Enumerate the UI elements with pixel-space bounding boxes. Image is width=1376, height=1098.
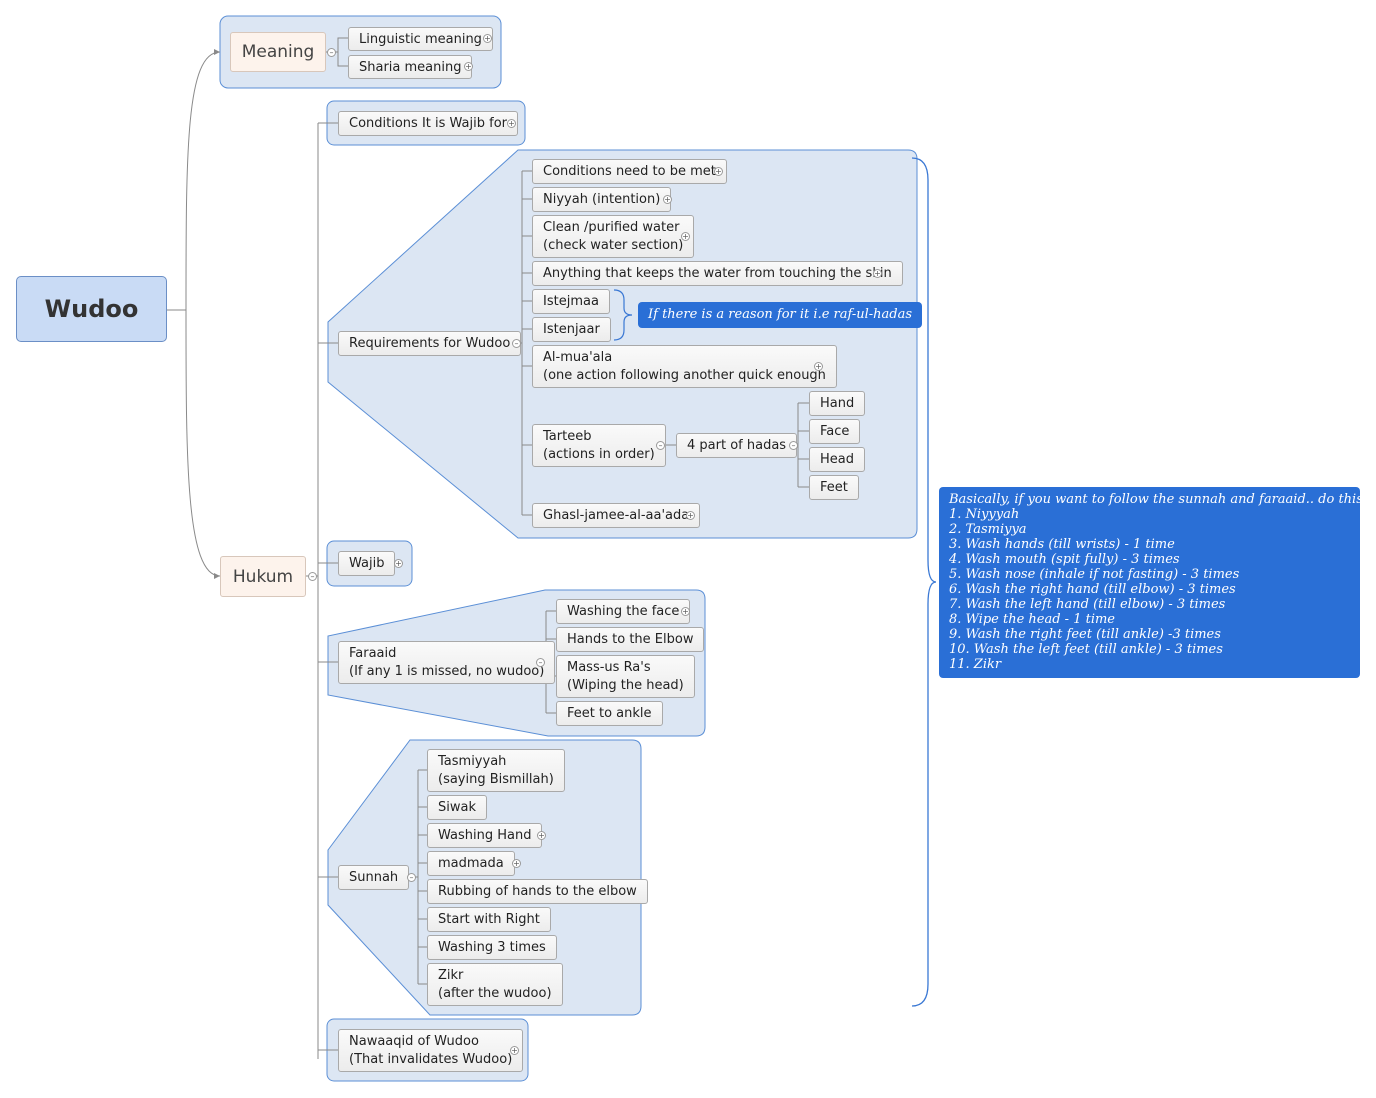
expand-icon[interactable]: +: [663, 195, 672, 204]
hadas-face[interactable]: Face: [809, 419, 861, 444]
sunnah-madmada[interactable]: madmada: [427, 851, 515, 876]
expand-icon[interactable]: +: [873, 269, 882, 278]
expand-icon[interactable]: +: [814, 362, 823, 371]
expand-icon[interactable]: +: [714, 167, 723, 176]
main-topic-hukum[interactable]: Hukum: [220, 556, 306, 597]
req-ghasl[interactable]: Ghasl-jamee-al-aa'ada: [532, 503, 701, 528]
topic-wajib[interactable]: Wajib: [338, 551, 396, 576]
faraaid-mass-us-ras[interactable]: Mass-us Ra's(Wiping the head): [556, 655, 695, 698]
expand-icon[interactable]: +: [686, 511, 695, 520]
faraaid-hands-elbow[interactable]: Hands to the Elbow: [556, 627, 705, 652]
req-niyyah[interactable]: Niyyah (intention): [532, 187, 672, 212]
main-topic-meaning[interactable]: Meaning: [230, 32, 326, 72]
req-istenjaar[interactable]: Istenjaar: [532, 317, 611, 342]
collapse-icon[interactable]: –: [789, 441, 798, 450]
istejmaa-callout[interactable]: If there is a reason for it i.e raf-ul-h…: [638, 302, 923, 328]
sunnah-start-right[interactable]: Start with Right: [427, 907, 551, 932]
expand-icon[interactable]: +: [681, 607, 690, 616]
topic-4-part-of-hadas[interactable]: 4 part of hadas: [676, 433, 798, 458]
sunnah-tasmiyyah[interactable]: Tasmiyyah(saying Bismillah): [427, 749, 565, 792]
hadas-head[interactable]: Head: [809, 447, 865, 472]
summary-brace: [911, 157, 937, 1007]
sunnah-washing-hand[interactable]: Washing Hand: [427, 823, 543, 848]
sunnah-rubbing-hands[interactable]: Rubbing of hands to the elbow: [427, 879, 648, 904]
req-conditions-met[interactable]: Conditions need to be met: [532, 159, 727, 184]
expand-icon[interactable]: +: [537, 831, 546, 840]
req-al-muaala[interactable]: Al-mua'ala(one action following another …: [532, 345, 837, 388]
sunnah-siwak[interactable]: Siwak: [427, 795, 487, 820]
topic-nawaaqid[interactable]: Nawaaqid of Wudoo(That invalidates Wudoo…: [338, 1029, 524, 1072]
root-topic-wudoo[interactable]: Wudoo: [16, 276, 167, 342]
expand-icon[interactable]: +: [464, 62, 473, 71]
collapse-icon[interactable]: –: [512, 339, 521, 348]
expand-icon[interactable]: +: [681, 232, 690, 241]
topic-linguistic-meaning[interactable]: Linguistic meaning: [348, 27, 493, 51]
req-keeps-water[interactable]: Anything that keeps the water from touch…: [532, 261, 903, 286]
topic-conditions-wajib[interactable]: Conditions It is Wajib for: [338, 111, 518, 136]
expand-icon[interactable]: +: [394, 559, 403, 568]
istejmaa-brace: [613, 289, 633, 341]
topic-sharia-meaning[interactable]: Sharia meaning: [348, 55, 473, 79]
sunnah-group-boundary: [327, 739, 642, 1016]
hadas-hand[interactable]: Hand: [809, 391, 866, 416]
collapse-icon[interactable]: –: [327, 48, 336, 57]
req-clean-water[interactable]: Clean /purified water(check water sectio…: [532, 215, 695, 258]
collapse-icon[interactable]: –: [536, 658, 545, 667]
expand-icon[interactable]: +: [512, 859, 521, 868]
sunnah-washing-3-times[interactable]: Washing 3 times: [427, 935, 557, 960]
expand-icon[interactable]: +: [483, 34, 492, 43]
faraaid-washing-face[interactable]: Washing the face: [556, 599, 691, 624]
hadas-feet[interactable]: Feet: [809, 475, 859, 500]
collapse-icon[interactable]: –: [656, 441, 665, 450]
req-istejmaa[interactable]: Istejmaa: [532, 289, 610, 314]
sunnah-zikr[interactable]: Zikr(after the wudoo): [427, 963, 563, 1006]
topic-sunnah[interactable]: Sunnah: [338, 865, 410, 890]
topic-faraaid[interactable]: Faraaid(If any 1 is missed, no wudoo): [338, 641, 556, 684]
topic-requirements[interactable]: Requirements for Wudoo: [338, 331, 522, 356]
summary-note[interactable]: Basically, if you want to follow the sun…: [939, 487, 1367, 678]
expand-icon[interactable]: +: [507, 119, 516, 128]
collapse-icon[interactable]: –: [407, 873, 416, 882]
expand-icon[interactable]: +: [510, 1046, 519, 1055]
faraaid-feet-ankle[interactable]: Feet to ankle: [556, 701, 663, 726]
req-tarteeb[interactable]: Tarteeb(actions in order): [532, 424, 666, 467]
collapse-icon[interactable]: –: [308, 572, 317, 581]
